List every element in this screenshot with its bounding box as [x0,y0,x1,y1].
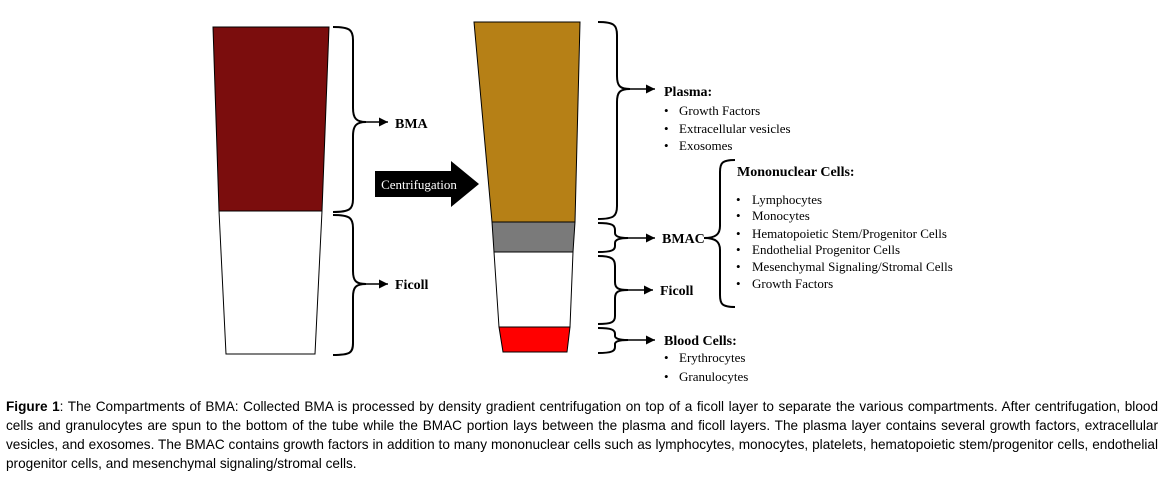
plasma-list: • Growth Factors • Extracellular vesicle… [664,103,791,153]
mononuclear-bullet: • [736,259,741,274]
bmac-brace [597,222,629,253]
plasma-title: Plasma: [664,85,712,100]
mononuclear-list: • Lymphocytes • Monocytes • Hematopoieti… [736,192,953,291]
left-ficoll-brace [332,214,367,356]
mononuclear-item: Growth Factors [752,276,833,291]
centrifugation-label: Centrifugation [381,177,457,192]
left-ficoll-layer [218,210,323,355]
mononuclear-item: Endothelial Progenitor Cells [752,242,900,257]
mononuclear-brace [703,159,736,308]
mononuclear-item: Lymphocytes [752,192,822,207]
plasma-layer [473,21,581,223]
mononuclear-item: Mesenchymal Signaling/Stromal Cells [752,259,953,274]
blood-cells-bullet: • [664,350,669,365]
blood-cells-layer [498,326,571,353]
plasma-bullet: • [664,103,669,118]
caption-label: Figure 1 [6,399,60,414]
bma-brace [332,26,367,213]
mononuclear-bullet: • [736,276,741,291]
blood-cells-item: Granulocytes [679,369,748,384]
bmac-layer [491,221,576,253]
plasma-item: Exosomes [679,138,732,153]
plasma-brace [597,21,631,220]
left-ficoll-label: Ficoll [395,278,429,293]
blood-cells-item: Erythrocytes [679,350,745,365]
mononuclear-bullet: • [736,226,741,241]
bmac-label: BMAC [662,232,705,247]
plasma-item: Extracellular vesicles [679,121,791,136]
right-ficoll-layer [493,251,574,328]
bma-layer [212,26,330,212]
plasma-bullet: • [664,138,669,153]
bma-label: BMA [395,117,429,132]
caption-text: : The Compartments of BMA: Collected BMA… [6,399,1159,471]
mononuclear-title: Mononuclear Cells: [737,165,855,180]
plasma-item: Growth Factors [679,103,760,118]
figure-caption: Figure 1: The Compartments of BMA: Colle… [6,397,1158,473]
blood-cells-brace [597,327,629,354]
blood-cells-title: Blood Cells: [664,334,737,349]
blood-cells-list: • Erythrocytes • Granulocytes [664,350,748,384]
mononuclear-bullet: • [736,242,741,257]
centrifugation-arrow [375,161,479,207]
plasma-bullet: • [664,121,669,136]
right-ficoll-brace [597,255,629,325]
right-ficoll-label: Ficoll [660,284,694,299]
mononuclear-bullet: • [736,192,741,207]
mononuclear-item: Monocytes [752,208,810,223]
mononuclear-bullet: • [736,208,741,223]
blood-cells-bullet: • [664,369,669,384]
mononuclear-item: Hematopoietic Stem/Progenitor Cells [752,226,947,241]
